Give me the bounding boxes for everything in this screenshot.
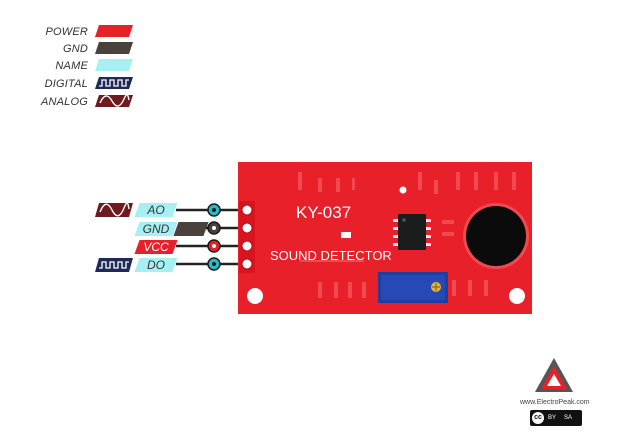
digital-wave-icon (95, 77, 133, 89)
pin-wires (176, 208, 246, 266)
legend-label-digital: DIGITAL (44, 78, 88, 90)
digital-wave-icon (95, 258, 133, 272)
legend-label-name: NAME (55, 60, 88, 72)
cc-icon: cc (532, 412, 544, 424)
pin-label-gnd: GND (134, 222, 178, 236)
analog-wave-icon (95, 95, 133, 107)
branding-site: www.ElectroPeak.com (520, 399, 590, 406)
pin-label-do: DO (134, 258, 178, 272)
pin-label-ao: AO (134, 203, 178, 217)
electropeak-logo-icon (535, 358, 573, 392)
name-swatch-icon (95, 59, 133, 71)
potentiometer (378, 272, 448, 303)
legend-label-gnd: GND (62, 43, 88, 55)
board-model: KY-037 (296, 203, 351, 222)
pin-label-vcc-text: VCC (143, 240, 169, 254)
license-sa: SA (564, 415, 573, 421)
legend-label-analog: ANALOG (40, 96, 88, 108)
analog-wave-icon (95, 203, 133, 217)
pin-label-do-text: DO (147, 258, 165, 272)
legend-label-power: POWER (45, 26, 88, 38)
license-by: BY (548, 415, 557, 421)
pcb-board: KY-037 SOUND DETECTOR (238, 162, 532, 314)
pin-heads (207, 203, 221, 271)
power-swatch-icon (95, 25, 133, 37)
pin-label-vcc: VCC (134, 240, 178, 254)
license-badge: cc BY SA (530, 410, 582, 426)
pin-label-gnd-text: GND (142, 222, 170, 236)
gnd-swatch-icon (95, 42, 133, 54)
ic-chip (393, 214, 431, 250)
microphone (463, 203, 529, 269)
pin-label-ao-text: AO (147, 203, 165, 217)
board-name: SOUND DETECTOR (270, 248, 392, 263)
